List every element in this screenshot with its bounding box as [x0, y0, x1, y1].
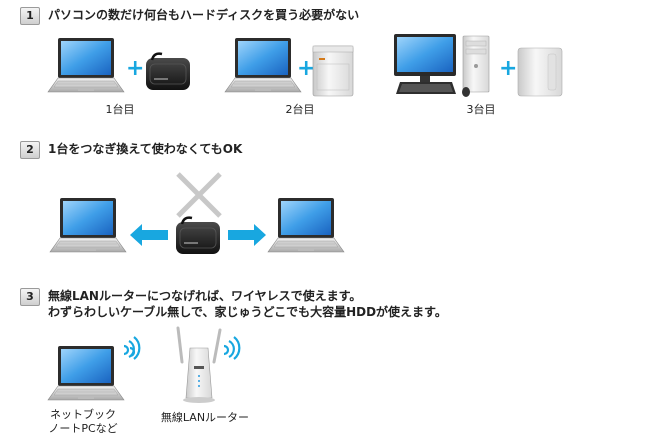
plus-icon: + — [297, 56, 316, 81]
portable-hdd-icon — [144, 52, 192, 92]
laptop-icon — [224, 37, 302, 93]
caption-3rd: 3台目 — [466, 103, 496, 116]
external-hdd-icon — [517, 47, 563, 97]
laptop-icon — [49, 197, 127, 253]
wifi-icon — [223, 336, 241, 360]
plus-icon: + — [499, 56, 518, 81]
section-3-title-line1: 無線LANルーターにつなげれば、ワイヤレスで使えます。 — [48, 289, 362, 303]
plus-icon: + — [126, 56, 145, 81]
section-1-title: パソコンの数だけ何台もハードディスクを買う必要がない — [48, 8, 360, 22]
caption-router: 無線LANルーター — [160, 411, 250, 424]
section-3-title-line2: わずらわしいケーブル無しで、家じゅうどこでも大容量HDDが使えます。 — [48, 305, 447, 319]
laptop-icon — [47, 345, 125, 401]
portable-hdd-icon — [174, 216, 222, 256]
arrow-right-icon — [228, 224, 266, 246]
caption-2nd: 2台目 — [285, 103, 315, 116]
section-3-number: 3 — [20, 288, 40, 306]
router-icon — [176, 326, 222, 403]
section-2-title: 1台をつなぎ換えて使わなくてもOK — [48, 142, 243, 156]
mouse-icon — [462, 87, 470, 97]
section-1-number: 1 — [20, 7, 40, 25]
tower-pc-icon — [462, 35, 490, 93]
external-hdd-icon — [312, 45, 354, 97]
laptop-icon — [267, 197, 345, 253]
caption-netbook-line1: ネットブック — [50, 408, 116, 421]
wifi-icon — [123, 336, 141, 360]
keyboard-icon — [396, 82, 456, 94]
arrow-left-icon — [130, 224, 168, 246]
caption-netbook-line2: ノートPCなど — [48, 422, 118, 435]
cross-icon — [176, 172, 222, 218]
caption-1st: 1台目 — [105, 103, 135, 116]
laptop-icon — [47, 37, 125, 93]
desktop-monitor-icon — [394, 34, 456, 88]
section-2-number: 2 — [20, 141, 40, 159]
